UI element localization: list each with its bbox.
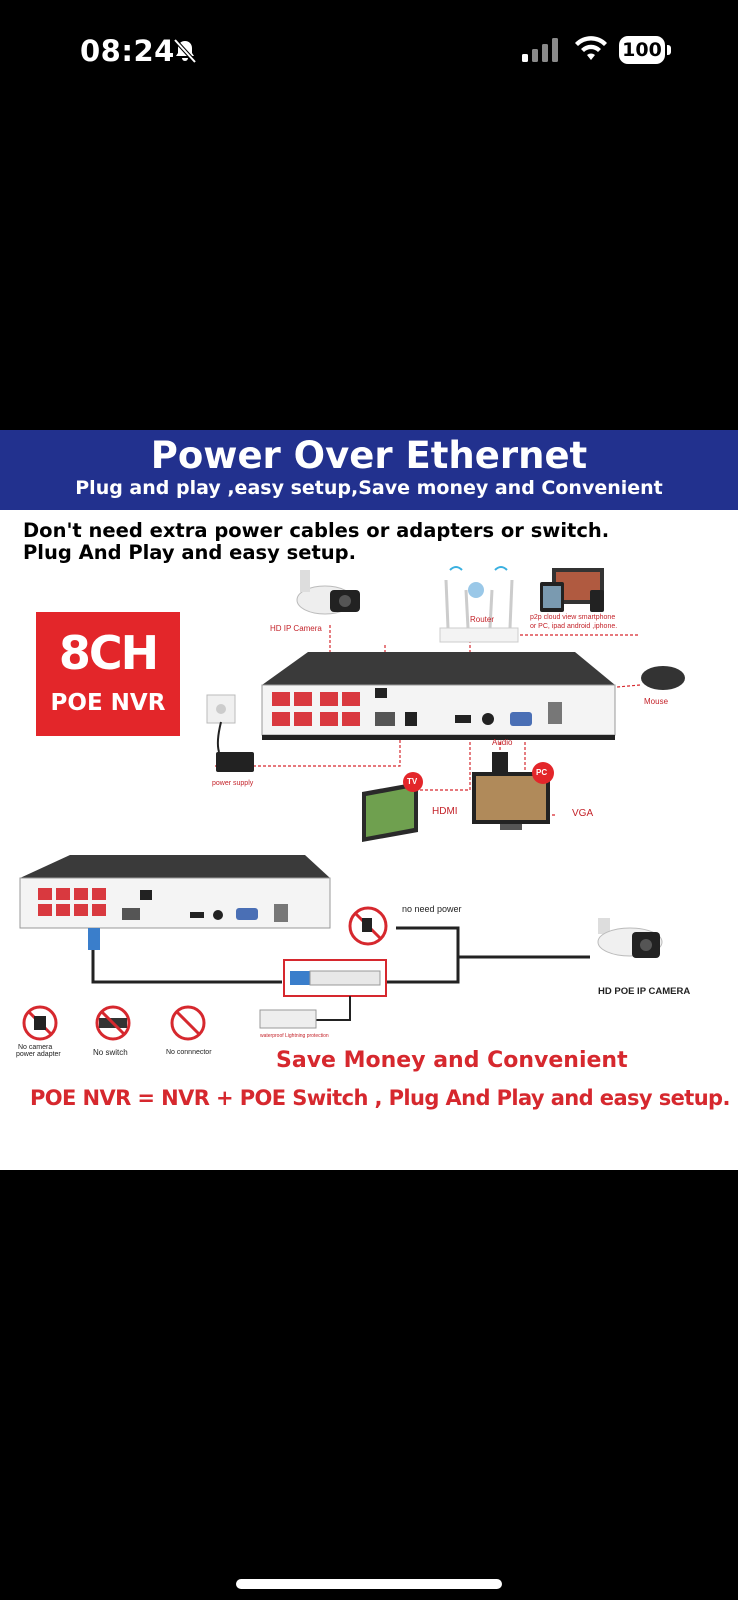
intro-text: Don't need extra power cables or adapter…	[23, 520, 623, 564]
no-adapter-icon	[22, 1005, 58, 1041]
channel-badge: 8CH POE NVR	[36, 612, 180, 736]
tv-graphic	[362, 772, 423, 842]
label-power-supply: power supply	[212, 780, 254, 787]
label-p2p-line1: p2p cloud view smartphone	[530, 614, 616, 621]
diagram-graphics	[19, 566, 685, 1041]
audio-speaker-graphic	[492, 752, 508, 774]
label-pc: PC	[536, 768, 548, 777]
intro-line-1: Don't need extra power cables or adapter…	[23, 519, 610, 542]
banner-subtitle: Plug and play ,easy setup,Save money and…	[75, 477, 663, 499]
label-no-need-power: no need power	[402, 904, 462, 914]
channel-badge-count: 8CH	[58, 626, 159, 680]
title-banner: Power Over Ethernet Plug and play ,easy …	[0, 430, 738, 510]
bell-slash-icon	[173, 38, 197, 64]
label-no-camera-line2: power adapter	[16, 1051, 61, 1058]
label-p2p-line2: or PC, ipad android ,iphone.	[530, 623, 618, 630]
cellular-signal-icon	[522, 38, 558, 62]
label-mouse: Mouse	[644, 697, 669, 706]
label-no-connector: No connnector	[166, 1049, 212, 1056]
wifi-icon	[575, 36, 607, 60]
status-bar: 08:24 100	[0, 0, 738, 100]
p2p-devices	[540, 568, 604, 612]
banner-title: Power Over Ethernet	[150, 434, 588, 477]
channel-badge-type: POE NVR	[50, 690, 166, 716]
label-no-switch: No switch	[93, 1048, 128, 1057]
no-switch-icon	[95, 1005, 131, 1041]
poe-camera-graphic	[597, 918, 663, 958]
label-waterproof: waterproof Lightning protection	[260, 1033, 329, 1039]
router	[439, 566, 519, 643]
battery-level: 100	[619, 36, 665, 64]
label-vga: VGA	[572, 808, 594, 819]
slogan-save-money: Save Money and Convenient	[276, 1048, 628, 1073]
battery-icon: 100	[619, 36, 671, 64]
label-hd-poe-ip-camera: HD POE IP CAMERA	[598, 986, 691, 997]
label-audio: Audio	[492, 738, 513, 747]
power-supply-graphic	[206, 694, 254, 772]
pc-monitor-graphic	[472, 762, 554, 830]
product-image[interactable]: Power Over Ethernet Plug and play ,easy …	[0, 430, 738, 1170]
home-indicator[interactable]	[236, 1579, 502, 1589]
label-router: Router	[470, 615, 495, 624]
label-no-camera-line1: No camera	[18, 1044, 53, 1051]
nvr-top	[261, 652, 616, 740]
nvr-bottom	[19, 855, 331, 929]
slogan-poe-equation: POE NVR = NVR + POE Switch , Plug And Pl…	[30, 1086, 730, 1110]
label-hd-ip-camera: HD IP Camera	[270, 624, 322, 633]
label-hdmi: HDMI	[432, 806, 458, 817]
status-time: 08:24	[80, 34, 175, 68]
label-tv: TV	[407, 777, 418, 786]
mouse-graphic	[641, 666, 685, 690]
no-power-symbol	[348, 906, 388, 946]
no-connector-icon	[170, 1005, 206, 1041]
camera-top	[296, 570, 360, 615]
intro-line-2: Plug And Play and easy setup.	[23, 541, 357, 564]
